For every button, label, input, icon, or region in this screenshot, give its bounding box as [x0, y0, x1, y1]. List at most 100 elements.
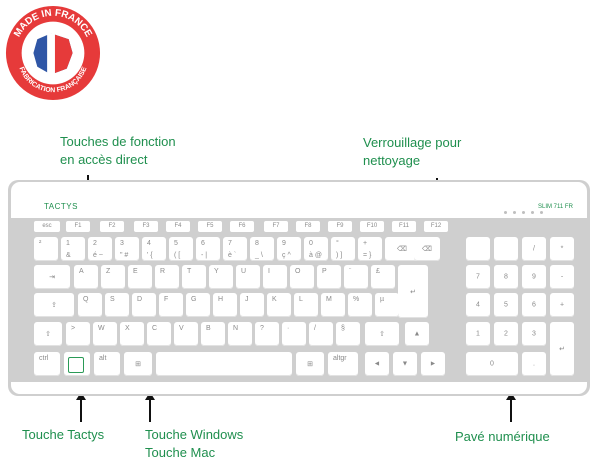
tab-key[interactable]: ⇥: [34, 265, 70, 289]
numpad--[interactable]: -: [550, 265, 574, 289]
fkey-f10[interactable]: F10: [360, 221, 384, 232]
key-u[interactable]: U: [236, 265, 260, 289]
numpad-row1-1[interactable]: [494, 237, 518, 261]
key-p[interactable]: P: [317, 265, 341, 289]
numpad-5[interactable]: 5: [494, 293, 518, 317]
key-y[interactable]: Y: [209, 265, 233, 289]
numpad-0[interactable]: 0: [466, 352, 518, 376]
key-d[interactable]: D: [132, 293, 156, 317]
cleaning-lock-key[interactable]: ⌫: [414, 237, 440, 261]
status-led: [513, 211, 516, 214]
key-l[interactable]: L: [294, 293, 318, 317]
fkey-f2[interactable]: F2: [100, 221, 124, 232]
caps-lock-key[interactable]: ⇪: [34, 293, 74, 317]
fkey-f6[interactable]: F6: [230, 221, 254, 232]
key-k[interactable]: K: [267, 293, 291, 317]
left-shift-key[interactable]: ⇧: [34, 322, 62, 346]
status-led: [504, 211, 507, 214]
space-key[interactable]: [156, 352, 292, 376]
key-row4-4[interactable]: V: [174, 322, 198, 346]
fkey-f9[interactable]: F9: [328, 221, 352, 232]
left-ctrl-key[interactable]: ctrl: [34, 352, 60, 376]
key-s[interactable]: S: [105, 293, 129, 317]
key-3[interactable]: 3" #: [115, 237, 139, 261]
altgr-key[interactable]: altgr: [328, 352, 358, 376]
numpad-4[interactable]: 4: [466, 293, 490, 317]
key-e[interactable]: E: [128, 265, 152, 289]
numpad-row1-3[interactable]: *: [550, 237, 574, 261]
fkey-esc[interactable]: esc: [34, 221, 60, 232]
key-row4-1[interactable]: W: [93, 322, 117, 346]
backspace-key[interactable]: ⌫: [385, 237, 419, 261]
numpad-row1-2[interactable]: /: [522, 237, 546, 261]
numpad-+[interactable]: +: [550, 293, 574, 317]
numpad-1[interactable]: 1: [466, 322, 490, 346]
fkey-f11[interactable]: F11: [392, 221, 416, 232]
fkey-f12[interactable]: F12: [424, 221, 448, 232]
key-f[interactable]: F: [159, 293, 183, 317]
numpad-7[interactable]: 7: [466, 265, 490, 289]
key-0[interactable]: ²: [34, 237, 58, 261]
key-g[interactable]: G: [186, 293, 210, 317]
key-row4-10[interactable]: §: [336, 322, 360, 346]
key-5[interactable]: 5( [: [169, 237, 193, 261]
key-row4-7[interactable]: ?: [255, 322, 279, 346]
key-z[interactable]: Z: [101, 265, 125, 289]
key-11[interactable]: °) ]: [331, 237, 355, 261]
key-j[interactable]: J: [240, 293, 264, 317]
key-h[interactable]: H: [213, 293, 237, 317]
arrow-left-key[interactable]: ◄: [365, 352, 389, 376]
made-in-france-badge: MADE IN FRANCE FABRICATION FRANÇAISE: [5, 5, 101, 101]
key-4[interactable]: 4' {: [142, 237, 166, 261]
key-£[interactable]: £: [371, 265, 395, 289]
numpad-6[interactable]: 6: [522, 293, 546, 317]
key-row4-6[interactable]: N: [228, 322, 252, 346]
key-i[interactable]: I: [263, 265, 287, 289]
fkey-f4[interactable]: F4: [166, 221, 190, 232]
fkey-f7[interactable]: F7: [264, 221, 288, 232]
key-m[interactable]: M: [321, 293, 345, 317]
numpad-row1-0[interactable]: [466, 237, 490, 261]
fkey-f8[interactable]: F8: [296, 221, 320, 232]
key-r[interactable]: R: [155, 265, 179, 289]
fkey-f3[interactable]: F3: [134, 221, 158, 232]
numpad-decimal[interactable]: .: [522, 352, 546, 376]
key-a[interactable]: A: [74, 265, 98, 289]
key-row4-5[interactable]: B: [201, 322, 225, 346]
key-row4-2[interactable]: X: [120, 322, 144, 346]
left-alt-key[interactable]: alt: [94, 352, 120, 376]
fkey-f1[interactable]: F1: [66, 221, 90, 232]
key-6[interactable]: 6- |: [196, 237, 220, 261]
key-%[interactable]: %: [348, 293, 372, 317]
right-windows-key[interactable]: ⊞: [296, 352, 324, 376]
fkey-f5[interactable]: F5: [198, 221, 222, 232]
key-row4-0[interactable]: >: [66, 322, 90, 346]
key-12[interactable]: += }: [358, 237, 382, 261]
key-t[interactable]: T: [182, 265, 206, 289]
right-shift-key[interactable]: ⇧: [365, 322, 399, 346]
key-¨[interactable]: ¨: [344, 265, 368, 289]
key-µ[interactable]: µ: [375, 293, 399, 317]
numpad-2[interactable]: 2: [494, 322, 518, 346]
enter-key[interactable]: ↵: [398, 265, 428, 318]
key-row4-9[interactable]: /: [309, 322, 333, 346]
key-o[interactable]: O: [290, 265, 314, 289]
key-row4-8[interactable]: ·: [282, 322, 306, 346]
arrow-down-key[interactable]: ▼: [393, 352, 417, 376]
tactys-key[interactable]: [64, 352, 90, 376]
windows-key[interactable]: ⊞: [124, 352, 152, 376]
numpad-9[interactable]: 9: [522, 265, 546, 289]
key-1[interactable]: 1&: [61, 237, 85, 261]
key-8[interactable]: 8_ \: [250, 237, 274, 261]
key-q[interactable]: Q: [78, 293, 102, 317]
arrow-right-key[interactable]: ►: [421, 352, 445, 376]
key-row4-3[interactable]: C: [147, 322, 171, 346]
numpad-enter-key[interactable]: ↵: [550, 322, 574, 376]
numpad-3[interactable]: 3: [522, 322, 546, 346]
arrow-up-key[interactable]: ▲: [405, 322, 429, 346]
numpad-8[interactable]: 8: [494, 265, 518, 289]
